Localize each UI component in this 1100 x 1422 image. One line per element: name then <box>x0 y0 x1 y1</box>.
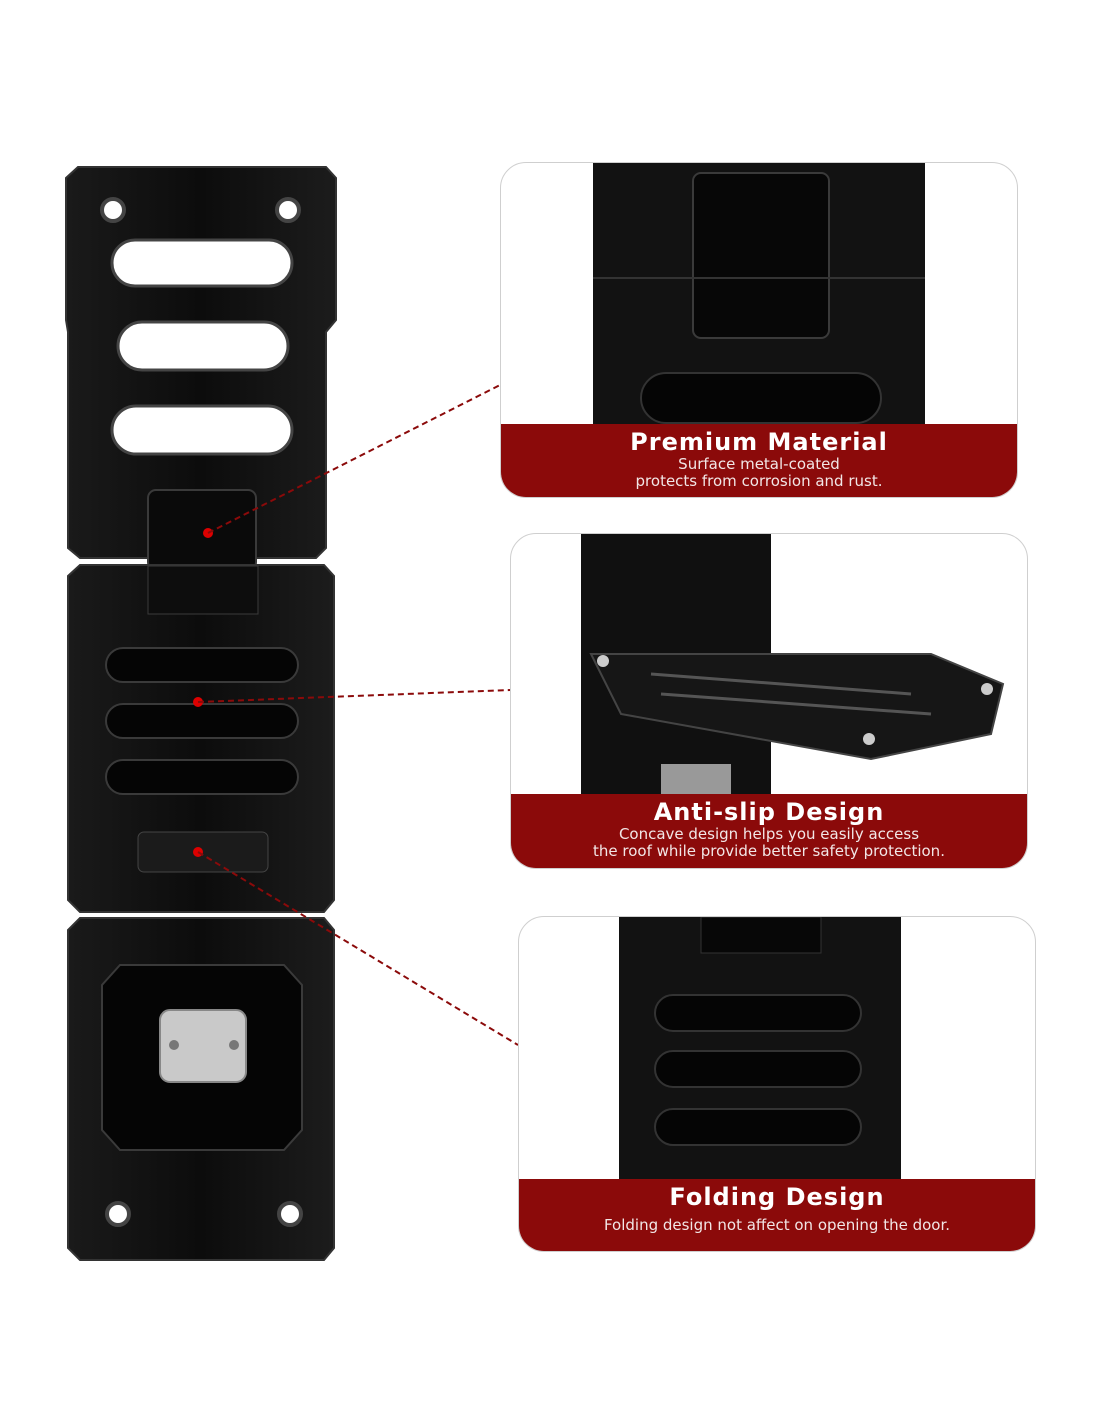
feature-description: protects from corrosion and rust. <box>635 472 883 490</box>
feature-panel-folding: Folding Design Folding design not affect… <box>518 916 1036 1252</box>
feature-panel-premium-material: Premium Material Surface metal-coated pr… <box>500 162 1018 498</box>
detail-photo-unfolded-step <box>581 534 1005 804</box>
feature-title: Premium Material <box>630 428 888 456</box>
caption-band: Folding Design Folding design not affect… <box>519 1179 1035 1251</box>
feature-description: Folding design not affect on opening the… <box>603 1216 951 1234</box>
callout-dot <box>203 528 213 538</box>
feature-panel-anti-slip: Anti-slip Design Concave design helps yo… <box>510 533 1028 869</box>
detail-photo-hinge <box>593 163 925 433</box>
callout-dot <box>193 847 203 857</box>
feature-description: Concave design helps you easily access <box>618 825 920 843</box>
feature-title: Folding Design <box>669 1183 885 1211</box>
detail-photo-step-slots <box>619 917 901 1187</box>
feature-title: Anti-slip Design <box>653 798 885 826</box>
caption-band: Anti-slip Design Concave design helps yo… <box>511 794 1027 868</box>
callout-dot <box>193 697 203 707</box>
feature-description: the roof while provide better safety pro… <box>593 842 945 860</box>
caption-band: Premium Material Surface metal-coated pr… <box>501 424 1017 497</box>
feature-description: Surface metal-coated <box>678 455 840 473</box>
